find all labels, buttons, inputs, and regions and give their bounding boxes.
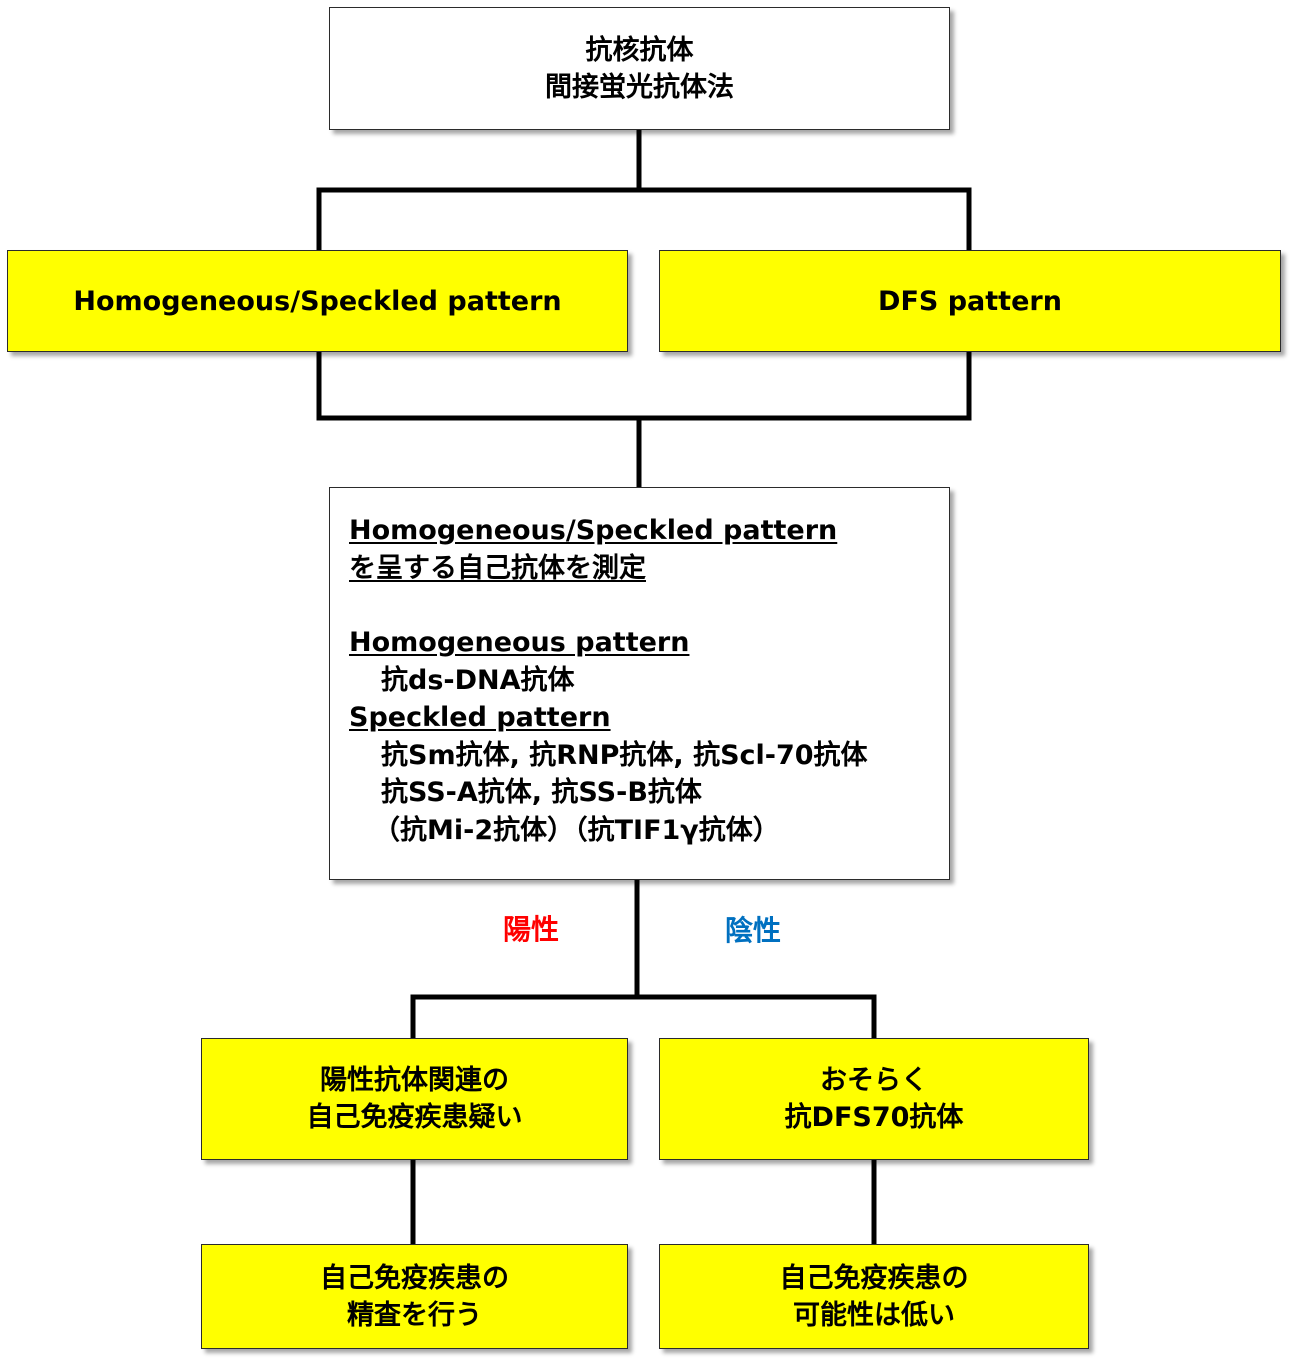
positive-result-line1: 陽性抗体関連の	[320, 1065, 509, 1096]
right-pattern-label: DFS pattern	[878, 285, 1062, 317]
negative-result-box: おそらく 抗DFS70抗体	[659, 1038, 1089, 1160]
detail-heading-line2: を呈する自己抗体を測定	[349, 552, 646, 584]
negative-label: 陰性	[725, 914, 782, 947]
positive-action-box: 自己免疫疾患の 精査を行う	[201, 1244, 628, 1349]
homogeneous-title: Homogeneous pattern	[349, 627, 690, 658]
negative-action-line2: 可能性は低い	[793, 1299, 955, 1331]
right-pattern-box: DFS pattern	[659, 250, 1281, 352]
detail-box: Homogeneous/Speckled pattern を呈する自己抗体を測定…	[329, 487, 950, 880]
detail-heading-line1: Homogeneous/Speckled pattern	[349, 515, 838, 546]
speckled-title: Speckled pattern	[349, 702, 611, 733]
speckled-item-1: 抗Sm抗体, 抗RNP抗体, 抗Scl-70抗体	[381, 739, 868, 771]
positive-action-line2: 精査を行う	[347, 1299, 482, 1331]
homogeneous-item: 抗ds-DNA抗体	[381, 664, 575, 696]
left-pattern-box: Homogeneous/Speckled pattern	[7, 250, 628, 352]
positive-result-line2: 自己免疫疾患疑い	[306, 1102, 523, 1133]
negative-result-line2: 抗DFS70抗体	[784, 1102, 964, 1133]
positive-action-line1: 自己免疫疾患の	[320, 1262, 509, 1294]
connector-split-bottom	[410, 994, 877, 1041]
top-box-line2: 間接蛍光抗体法	[545, 71, 734, 103]
left-pattern-label: Homogeneous/Speckled pattern	[73, 285, 562, 317]
speckled-item-3: （抗Mi-2抗体）（抗TIF1γ抗体）	[373, 814, 780, 846]
negative-action-line1: 自己免疫疾患の	[779, 1262, 969, 1294]
top-box-line1: 抗核抗体	[585, 34, 694, 66]
connector-merge	[316, 349, 972, 421]
negative-result-line1: おそらく	[820, 1065, 928, 1096]
top-box: 抗核抗体 間接蛍光抗体法	[329, 7, 950, 130]
positive-result-box: 陽性抗体関連の 自己免疫疾患疑い	[201, 1038, 628, 1160]
speckled-item-2: 抗SS-A抗体, 抗SS-B抗体	[381, 777, 702, 808]
positive-label: 陽性	[503, 913, 560, 946]
connector-split-top	[316, 187, 972, 253]
negative-action-box: 自己免疫疾患の 可能性は低い	[659, 1244, 1089, 1349]
